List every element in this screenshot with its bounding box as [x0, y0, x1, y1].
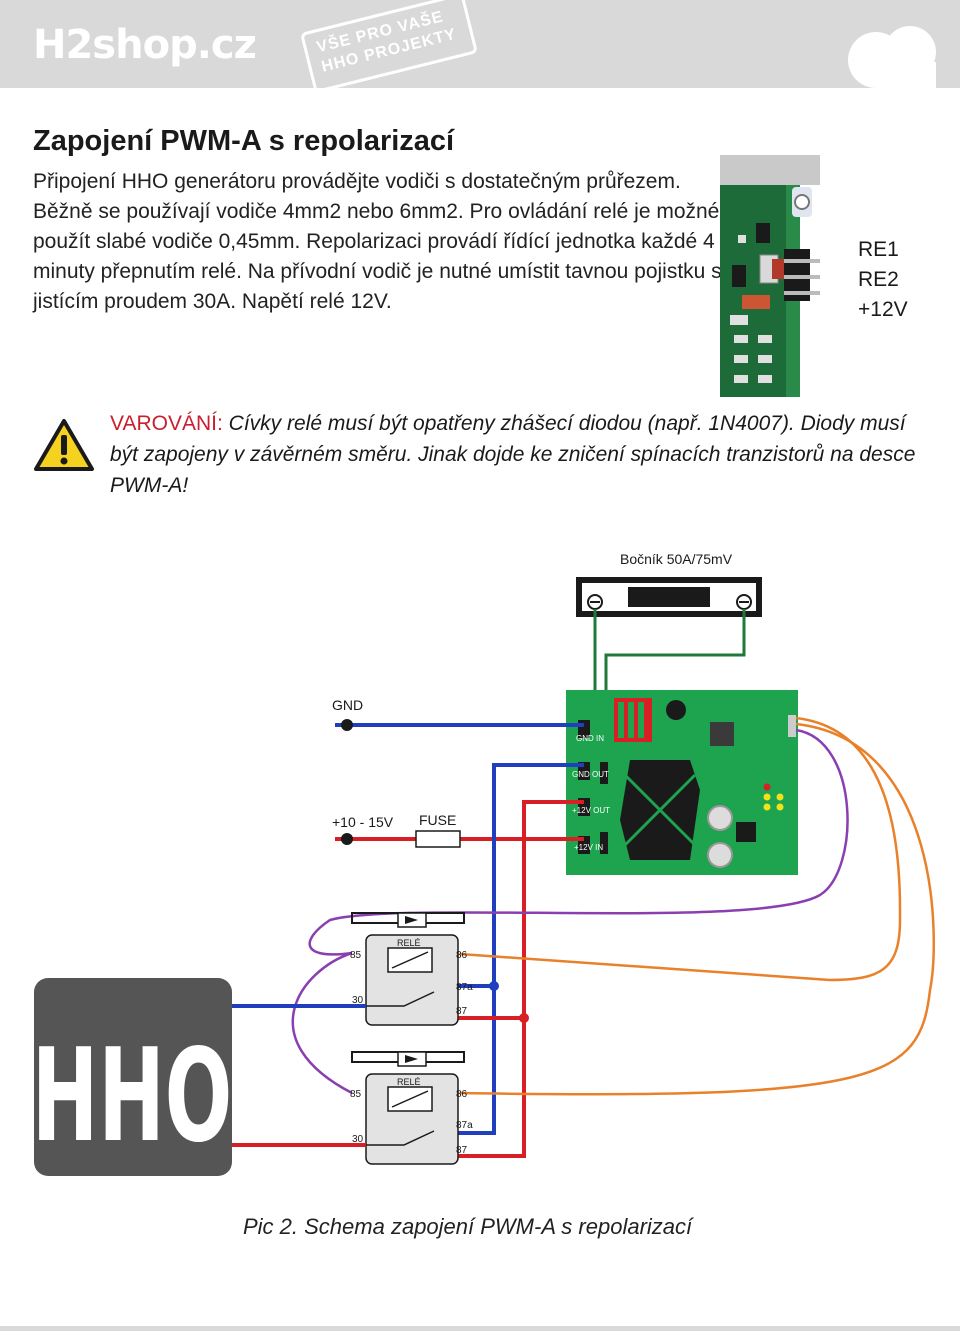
site-logo[interactable]: H2shop.cz	[33, 22, 257, 68]
pin-label-re1: RE1	[858, 238, 899, 261]
intro-paragraph: Připojení HHO generátoru provádějte vodi…	[33, 170, 722, 313]
warning-body: Cívky relé musí být opatřeny zhášecí dio…	[110, 412, 916, 497]
warning-icon	[34, 419, 94, 471]
wiring-diagram: Bočník 50A/75mV	[32, 551, 935, 1176]
relay-1: RELÉ 85 86 30 87a 87	[350, 912, 473, 1026]
12v-out-wire	[456, 800, 584, 1158]
relay-2-pin-30: 30	[352, 1134, 364, 1145]
relay-1-pin-87a: 87a	[456, 982, 473, 993]
relay-wire-orange-2	[459, 722, 935, 1096]
relay-2-label: RELÉ	[397, 1077, 421, 1087]
pcb-label-12v-out: +12V OUT	[572, 806, 610, 815]
board-connector-photo	[720, 155, 820, 397]
pwm-a-board: GND IN GND OUT +12V OUT +12V IN	[566, 690, 798, 875]
supply-label: +10 - 15V	[332, 814, 394, 830]
fuse-label: FUSE	[419, 812, 456, 828]
relay-1-pin-86: 86	[456, 950, 468, 961]
figure-caption: Pic 2. Schema zapojení PWM-A s repolariz…	[243, 1214, 693, 1239]
pin-label-re2: RE2	[858, 268, 899, 291]
pin-labels: RE1 RE2 +12V	[858, 235, 908, 325]
relay-1-label: RELÉ	[397, 938, 421, 948]
shunt-wire-b	[604, 609, 746, 720]
relay-2-pin-85: 85	[350, 1089, 362, 1100]
warning-text: VAROVÁNÍ: Cívky relé musí být opatřeny z…	[110, 408, 930, 501]
header-bar: H2shop.cz VŠE PRO VAŠE HHO PROJEKTY	[0, 0, 960, 94]
relay-wire-purple	[308, 728, 849, 956]
relay-2-pin-86: 86	[456, 1089, 468, 1100]
relay-wire-purple-2	[291, 951, 353, 1095]
relay-2: RELÉ 85 86 30 87a 87	[350, 1051, 473, 1165]
relay-1-pin-87: 87	[456, 1006, 468, 1017]
shunt	[576, 577, 762, 617]
gnd-label: GND	[332, 697, 363, 713]
page-title: Zapojení PWM-A s repolarizací	[33, 125, 455, 157]
warning-label: VAROVÁNÍ:	[110, 412, 223, 435]
hho-label: HHO	[32, 1022, 232, 1171]
gnd-out-wire	[456, 763, 584, 1135]
tagline-badge: VŠE PRO VAŠE HHO PROJEKTY	[299, 0, 479, 94]
pcb-label-gnd-in: GND IN	[576, 734, 604, 743]
cloud-icon	[848, 26, 936, 88]
hho-generator	[34, 978, 232, 1176]
relay-wire-orange-1	[459, 716, 902, 982]
shunt-label: Bočník 50A/75mV	[620, 551, 733, 567]
relay-1-pin-30: 30	[352, 995, 364, 1006]
relay-1-pin-85: 85	[350, 950, 362, 961]
pcb-label-gnd-out: GND OUT	[572, 770, 609, 779]
relay-2-pin-87: 87	[456, 1145, 468, 1156]
pcb-label-12v-in: +12V IN	[574, 843, 603, 852]
footer-rule	[0, 1326, 960, 1331]
fuse	[415, 830, 461, 848]
pin-label-12v: +12V	[858, 298, 908, 321]
relay-2-pin-87a: 87a	[456, 1120, 473, 1131]
